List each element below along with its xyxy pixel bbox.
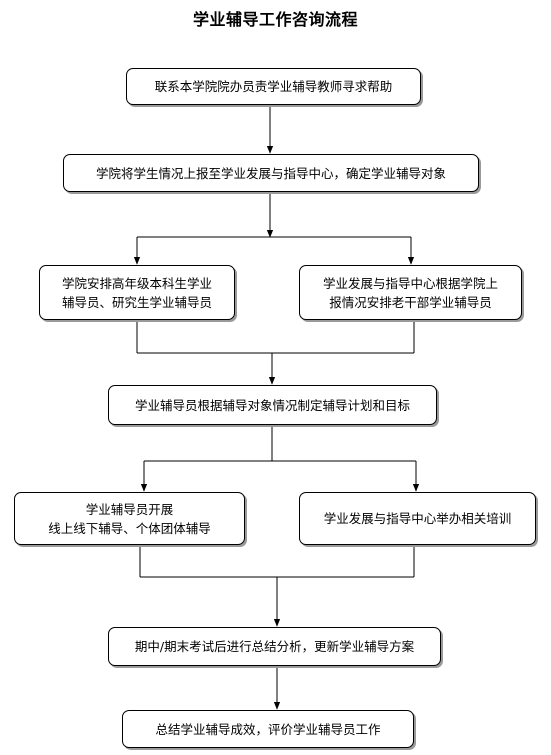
step-4-box: 学业辅导员根据辅导对象情况制定辅导计划和目标 <box>108 385 437 425</box>
step-3a-line-1: 学院安排高年级本科生学业 <box>61 275 212 291</box>
step-3b-line-1: 学业发展与指导中心根据学院上 <box>322 275 498 291</box>
step-7-text: 总结学业辅导成效，评价学业辅导员工作 <box>155 721 381 737</box>
step-2-box: 学院将学生情况上报至学业发展与指导中心，确定学业辅导对象 <box>63 154 479 192</box>
step-7-box: 总结学业辅导成效，评价学业辅导员工作 <box>122 710 414 748</box>
step-5a-box: 学业辅导员开展 线上线下辅导、个体团体辅导 <box>14 492 245 545</box>
step-5b-text: 学业发展与指导中心举办相关培训 <box>323 511 512 526</box>
step-3a-box: 学院安排高年级本科生学业 辅导员、研究生学业辅导员 <box>39 265 235 320</box>
step-6-text: 期中/期末考试后进行总结分析，更新学业辅导方案 <box>134 639 415 654</box>
step-3b-box: 学业发展与指导中心根据学院上 报情况安排老干部学业辅导员 <box>299 265 522 320</box>
step-4-text: 学业辅导员根据辅导对象情况制定辅导计划和目标 <box>134 397 410 413</box>
step-3a-line-2: 辅导员、研究生学业辅导员 <box>61 294 212 310</box>
step-5a-line-1: 学业辅导员开展 <box>85 501 174 517</box>
step-2-text: 学院将学生情况上报至学业发展与指导中心，确定学业辅导对象 <box>95 165 446 181</box>
step-6-box: 期中/期末考试后进行总结分析，更新学业辅导方案 <box>108 627 441 666</box>
step-5a-line-2: 线上线下辅导、个体团体辅导 <box>48 520 211 536</box>
step-5b-box: 学业发展与指导中心举办相关培训 <box>299 492 536 545</box>
step-3b-line-2: 报情况安排老干部学业辅导员 <box>329 294 492 310</box>
page-title: 学业辅导工作咨询流程 <box>192 10 358 29</box>
step-1-text: 联系本学院院办员责学业辅导教师寻求帮助 <box>154 79 393 94</box>
step-1-box: 联系本学院院办员责学业辅导教师寻求帮助 <box>126 68 421 105</box>
